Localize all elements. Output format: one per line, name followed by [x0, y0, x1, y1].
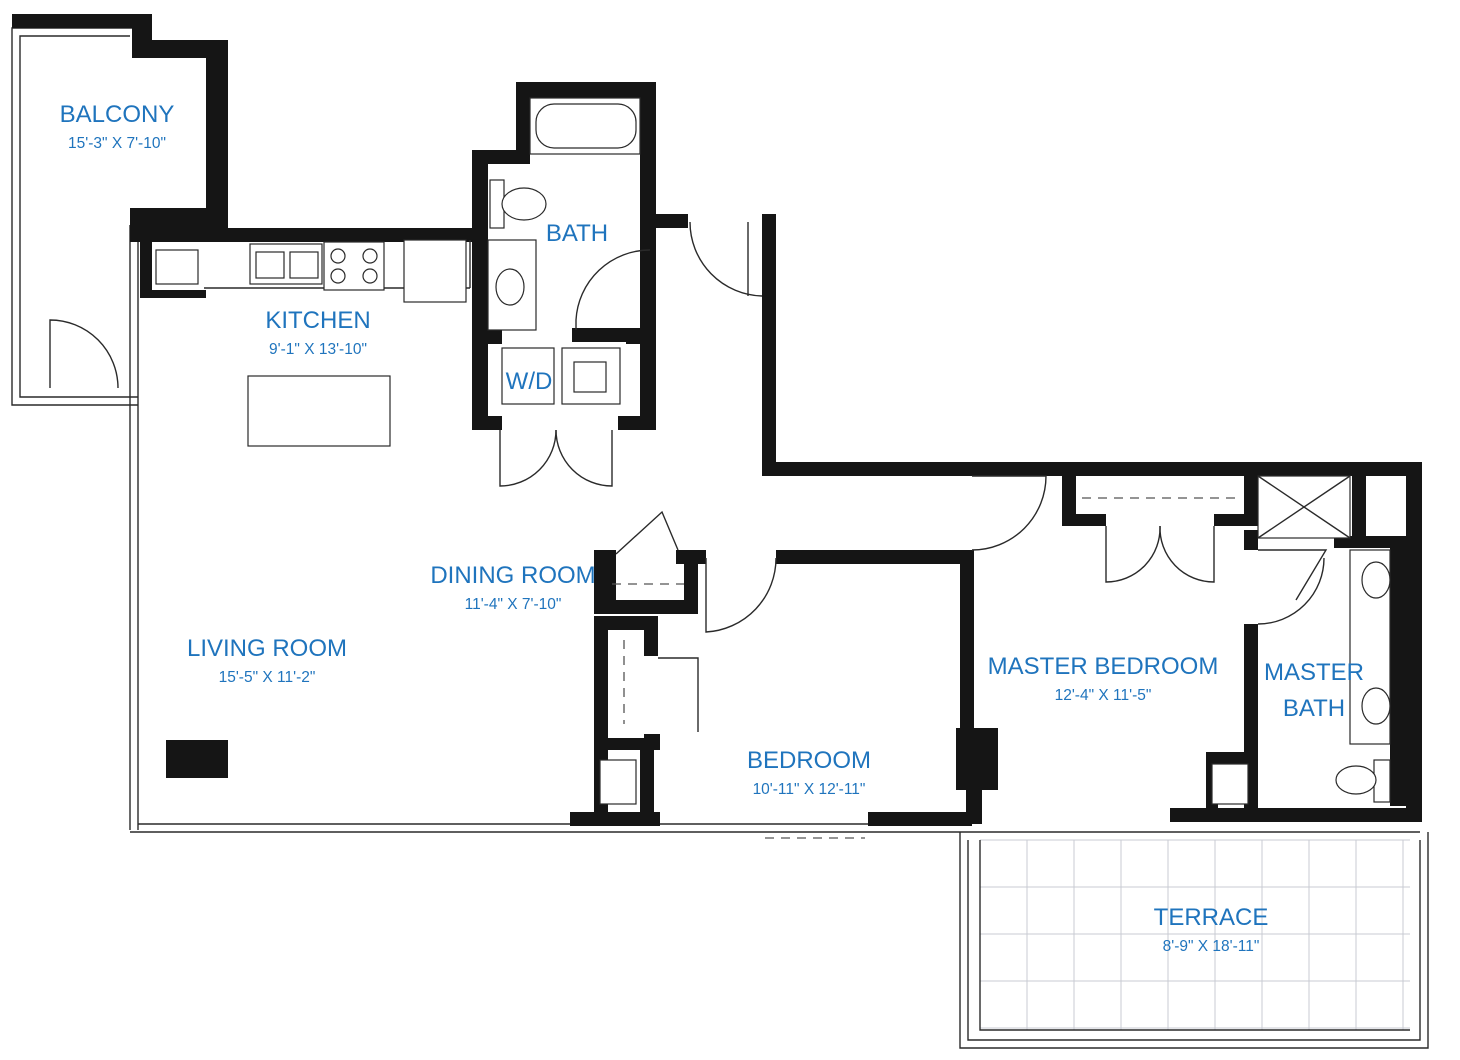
dining-room-dims: 11'-4" X 7'-10": [465, 596, 562, 613]
kitchen-dims: 9'-1" X 13'-10": [269, 341, 367, 358]
terrace-railing-inner: [967, 840, 1421, 1041]
terrace-label: TERRACE: [1154, 904, 1269, 931]
living-room-dims: 15'-5" X 11'-2": [219, 669, 316, 686]
kitchen-island: [247, 375, 391, 447]
balcony-railing-inner: [19, 35, 138, 398]
walls: [12, 14, 1422, 826]
bath-label: BATH: [546, 220, 608, 247]
dishwasher-icon: [403, 239, 467, 303]
exterior-outlines: [11, 27, 1429, 1049]
balcony-dims: 15'-3" X 7'-10": [68, 135, 166, 152]
bedroom-label: BEDROOM: [747, 747, 871, 774]
living-room-label: LIVING ROOM: [187, 635, 347, 662]
washer-icon: [501, 347, 555, 405]
balcony-label: BALCONY: [60, 101, 175, 128]
dining-room-label: DINING ROOM: [430, 562, 595, 589]
terrace-edge: [979, 840, 1410, 1031]
water-heater-icon-2: [1211, 763, 1249, 805]
laundry-label: W/D: [506, 368, 553, 395]
balcony-railing: [11, 27, 138, 406]
master-bath-label-line2: BATH: [1283, 695, 1345, 722]
terrace-dims: 8'-9" X 18'-11": [1163, 938, 1260, 955]
refrigerator-icon: [155, 249, 199, 285]
door-swings: [49, 221, 1328, 732]
room-labels: BALCONY 15'-3" X 7'-10" KITCHEN 9'-1" X …: [60, 101, 1364, 955]
master-bedroom-label: MASTER BEDROOM: [988, 653, 1219, 680]
terrace-tile-grid: [979, 839, 1410, 1030]
water-heater-icon: [599, 759, 637, 805]
bedroom-dims: 10'-11" X 12'-11": [753, 781, 866, 798]
range-icon: [323, 241, 385, 291]
master-bath-label-line1: MASTER: [1264, 659, 1364, 686]
terrace-railing: [959, 832, 1429, 1049]
kitchen-label: KITCHEN: [265, 307, 370, 334]
master-bedroom-dims: 12'-4" X 11'-5": [1055, 687, 1152, 704]
fixtures: [155, 97, 1391, 805]
